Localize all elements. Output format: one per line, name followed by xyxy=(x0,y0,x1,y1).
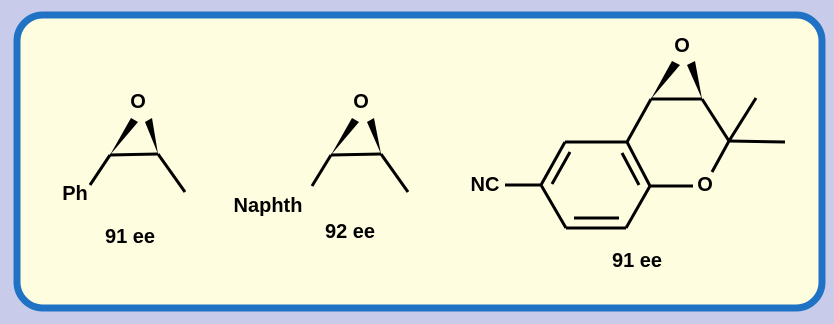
ee-label: 91 ee xyxy=(612,250,662,272)
bond-to-substituent xyxy=(310,154,333,187)
substituent-label: Ph xyxy=(62,183,88,205)
ee-label: 91 ee xyxy=(105,226,155,248)
benzene-bond xyxy=(539,141,567,186)
benzene-bond xyxy=(539,184,568,229)
wedge-bond xyxy=(145,118,158,154)
bond-to-substituent xyxy=(88,154,112,186)
oxygen-label: O xyxy=(353,91,369,113)
epoxide-cc-bond xyxy=(330,152,382,157)
benzene-bond xyxy=(625,141,652,187)
benzene-double-bond xyxy=(620,152,641,186)
wedge-bond xyxy=(687,61,702,99)
ring-bond xyxy=(710,140,731,173)
ring-oxygen-label: O xyxy=(697,174,713,196)
benzene-double-bond xyxy=(550,151,572,185)
methyl-bond xyxy=(156,153,187,193)
wedge-bond xyxy=(651,61,680,99)
molecule-naphthyl-epoxide: O Naphth 92 ee xyxy=(234,91,410,243)
epoxide-oxygen-label: O xyxy=(674,35,690,57)
epoxide-cc-bond xyxy=(109,152,159,157)
methyl-bond xyxy=(379,153,410,193)
ring-bond xyxy=(625,98,653,143)
wedge-bond xyxy=(331,118,359,155)
nitrile-label: NC xyxy=(471,174,500,196)
molecule-chromene-epoxide: O O NC 91 ee xyxy=(471,35,786,272)
ring-bond xyxy=(700,98,731,142)
content-panel xyxy=(13,11,826,312)
molecule-phenyl-epoxide: O Ph 91 ee xyxy=(62,91,187,248)
oxygen-label: O xyxy=(130,91,146,113)
ee-label: 92 ee xyxy=(325,221,375,243)
methyl-bond xyxy=(727,97,758,142)
wedge-bond xyxy=(367,118,381,154)
substituent-label: Naphth xyxy=(234,195,303,217)
methyl-bond xyxy=(728,139,786,144)
benzene-bond xyxy=(624,185,652,229)
wedge-bond xyxy=(110,118,138,155)
